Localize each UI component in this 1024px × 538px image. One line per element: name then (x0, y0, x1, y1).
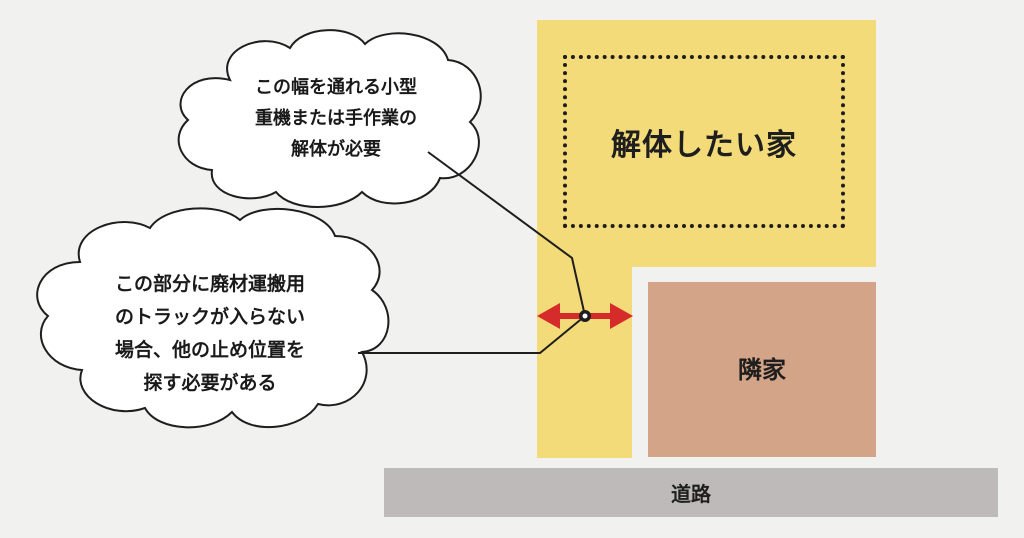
callout-2-line: 探す必要がある (143, 372, 277, 394)
callout-1-line: 重機または手作業の (255, 108, 417, 129)
road (384, 468, 998, 517)
house-label: 解体したい家 (611, 128, 797, 163)
callout-1-line: 解体が必要 (291, 139, 381, 160)
callout-2-line: 場合、他の止め位置を (114, 339, 305, 361)
neighbor-label: 隣家 (738, 356, 786, 384)
callout-1-line: この幅を通れる小型 (255, 77, 417, 98)
callout-text-2: この部分に廃材運搬用 のトラックが入らない 場合、他の止め位置を 探す必要がある (50, 268, 370, 400)
leader-line-1 (427, 151, 586, 317)
callout-cloud-1 (177, 29, 482, 208)
callout-2-line: この部分に廃材運搬用 (114, 273, 305, 295)
neighbor-house (648, 282, 876, 457)
callout-cloud-2 (36, 207, 390, 429)
callout-text-1: この幅を通れる小型 重機または手作業の 解体が必要 (196, 72, 476, 165)
junction-marker-center (582, 313, 588, 319)
lot-passage (537, 20, 632, 458)
callout-2-line: のトラックが入らない (114, 306, 305, 328)
house-outline (563, 55, 845, 228)
leader-line-2 (358, 315, 586, 354)
road-label: 道路 (671, 482, 711, 506)
